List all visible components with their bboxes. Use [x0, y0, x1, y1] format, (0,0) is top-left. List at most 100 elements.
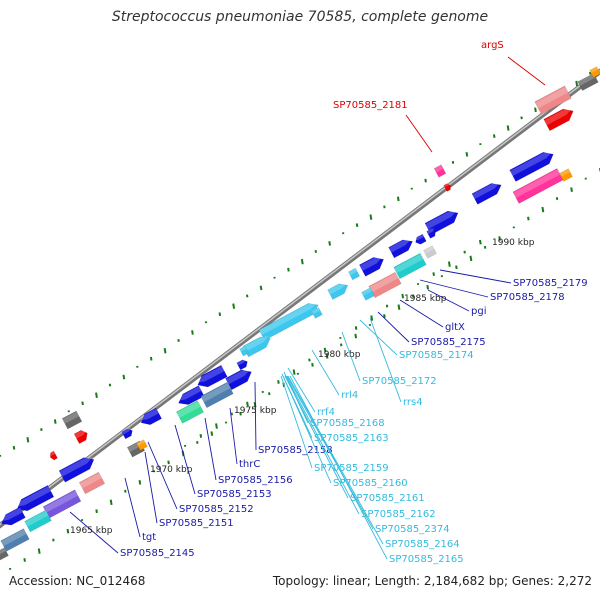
gc-dash-outer — [328, 241, 331, 246]
gene-shine — [414, 233, 424, 240]
gc-dash-inner — [23, 558, 26, 562]
gene-shape — [311, 307, 323, 319]
gene-shine — [513, 169, 561, 198]
gene-shine — [0, 529, 27, 547]
gene-shine — [74, 430, 87, 439]
gene-label: SP70585_2181 — [333, 100, 408, 111]
gc-dash-lower — [292, 369, 296, 375]
gene-label: SP70585_2145 — [120, 548, 195, 559]
label-leader-line — [287, 375, 384, 545]
gene-shape — [58, 457, 95, 483]
gc-dash-lower — [370, 315, 374, 321]
gc-dash-inner — [426, 284, 430, 290]
gene-shine — [121, 428, 132, 435]
gene-shape — [359, 257, 384, 277]
gene-shine — [176, 401, 201, 418]
gene-label: pgi — [471, 306, 486, 317]
gc-dash-outer — [506, 125, 510, 131]
label-leader-line — [369, 317, 402, 403]
gene-label: SP70585_2175 — [411, 337, 486, 348]
gene-label: SP70585_2168 — [310, 418, 385, 429]
gene-feature — [136, 439, 148, 451]
label-leader-line — [286, 375, 374, 530]
gene-shape — [327, 283, 349, 300]
gc-dash-inner — [354, 333, 358, 339]
gene-shine — [544, 108, 572, 126]
gc-dash-inner — [455, 265, 458, 270]
gene-label: rrl4 — [341, 390, 358, 401]
gc-dash-inner — [570, 187, 573, 192]
gc-dash-outer — [191, 330, 194, 335]
backbone-line — [0, 68, 600, 529]
gene-shine — [239, 345, 247, 352]
gc-dash-lower — [246, 401, 249, 407]
label-leader-line — [311, 349, 340, 396]
label-leader-line — [144, 451, 158, 524]
gene-shine — [535, 86, 569, 109]
gene-shape — [509, 151, 554, 182]
gene-feature — [196, 364, 228, 388]
gc-dash-outer — [300, 258, 304, 265]
gc-dash-outer — [369, 214, 373, 220]
gene-shine — [136, 439, 146, 447]
gc-dash-outer — [575, 80, 579, 87]
gene-shape — [239, 345, 249, 357]
gene-shine — [577, 73, 596, 86]
gene-feature — [61, 410, 83, 430]
gene-shine — [434, 164, 444, 173]
gene-label: SP70585_2172 — [362, 376, 437, 387]
gene-shape — [423, 245, 437, 259]
gene-shape — [361, 287, 375, 301]
gene-feature — [577, 73, 599, 91]
label-leader-line — [377, 311, 410, 343]
gc-dash-inner — [325, 353, 329, 359]
label-leader-line — [439, 269, 512, 284]
gc-dash-outer — [149, 356, 153, 361]
gene-label: thrC — [239, 459, 260, 470]
gene-feature — [433, 164, 447, 178]
label-leader-line — [284, 375, 349, 499]
label-leader-line — [124, 477, 141, 538]
genome-summary-text: Topology: linear; Length: 2,184,682 bp; … — [272, 574, 592, 588]
gene-shape — [543, 108, 574, 132]
gene-shine — [359, 256, 383, 271]
gene-feature — [236, 359, 248, 371]
gc-dash-outer — [163, 347, 167, 354]
label-leader-line — [204, 417, 217, 481]
gene-feature — [423, 245, 437, 259]
gene-label: SP70585_2161 — [350, 493, 425, 504]
gene-feature — [559, 168, 573, 182]
gene-label: SP70585_2163 — [314, 433, 389, 444]
gene-shape — [61, 410, 83, 430]
gene-feature — [388, 238, 413, 259]
gene-shape — [236, 359, 248, 371]
gene-label: gltX — [445, 322, 465, 333]
gene-feature — [242, 336, 271, 358]
gc-dash-inner — [66, 528, 70, 534]
gene-feature — [426, 228, 436, 239]
gene-shape — [178, 385, 205, 405]
gene-shape — [388, 239, 413, 259]
gc-dash-lower — [354, 326, 358, 330]
gene-shine — [348, 267, 358, 276]
gene-shape — [577, 73, 599, 91]
gene-shine — [225, 369, 251, 385]
gc-skew-track — [0, 71, 600, 570]
gene-shape — [534, 85, 572, 115]
gc-dash-lower — [215, 423, 218, 429]
gene-label: SP70585_2174 — [399, 350, 474, 361]
gene-shape — [200, 381, 234, 409]
label-leader-line — [229, 407, 238, 465]
gene-feature — [327, 282, 349, 300]
gene-shape — [559, 168, 573, 182]
gc-dash-inner — [541, 206, 545, 213]
gene-label: SP70585_2151 — [159, 518, 234, 529]
gc-dash-inner — [383, 314, 386, 318]
label-leader-line — [147, 441, 178, 510]
kbp-tick-label: 1985 kbp — [404, 294, 447, 304]
label-leader-line — [282, 375, 332, 484]
gene-label: SP70585_2178 — [490, 292, 565, 303]
gc-dash-inner — [37, 548, 41, 554]
gene-feature — [73, 430, 88, 445]
gc-dash-inner — [109, 499, 113, 506]
